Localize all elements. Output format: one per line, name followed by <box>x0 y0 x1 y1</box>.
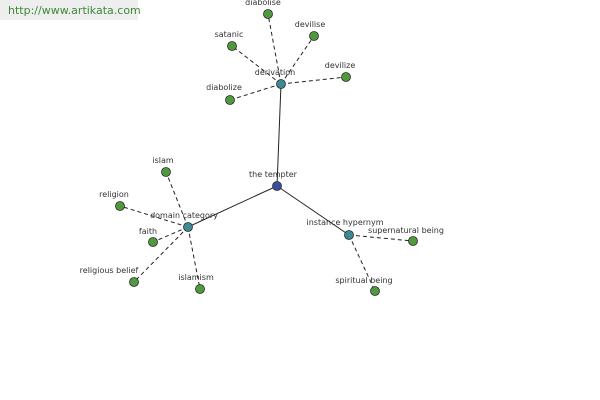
edge-derivation-diabolise <box>267 13 282 85</box>
leaf-label-devilise: devilise <box>295 20 326 29</box>
edge-derivation-devilise <box>280 35 315 85</box>
edge-domain-category-faith <box>152 226 189 243</box>
relation-label-derivation: derivation <box>255 68 295 77</box>
leaf-label-diabolize: diabolize <box>206 83 242 92</box>
leaf-label-diabolise: diabolise <box>245 0 281 7</box>
leaf-label-religious-belief: religious belief <box>80 266 139 275</box>
leaf-node-religion[interactable] <box>115 201 125 211</box>
relation-node-domain-category[interactable] <box>183 222 193 232</box>
edge-instance-hypernym-spiritual-being <box>348 234 376 292</box>
relation-node-derivation[interactable] <box>276 79 286 89</box>
leaf-label-faith: faith <box>139 227 157 236</box>
leaf-node-devilise[interactable] <box>309 31 319 41</box>
edge-derivation-diabolize <box>229 83 282 101</box>
leaf-node-supernatural-being[interactable] <box>408 236 418 246</box>
edge-domain-category-islamism <box>187 226 201 290</box>
edge-instance-hypernym-supernatural-being <box>348 234 414 242</box>
edge-center-derivation <box>276 83 282 187</box>
edge-center-instance-hypernym <box>276 185 350 236</box>
edge-derivation-devilize <box>280 76 347 85</box>
relation-node-instance-hypernym[interactable] <box>344 230 354 240</box>
relation-label-domain-category: domain category <box>150 211 218 220</box>
leaf-label-devilize: devilize <box>325 61 356 70</box>
leaf-node-spiritual-being[interactable] <box>370 286 380 296</box>
leaf-node-islam[interactable] <box>161 167 171 177</box>
leaf-node-islamism[interactable] <box>195 284 205 294</box>
edge-derivation-satanic <box>231 45 282 85</box>
relation-label-instance-hypernym: instance hypernym <box>307 218 384 227</box>
leaf-label-islamism: islamism <box>178 273 214 282</box>
url-banner: http://www.artikata.com <box>0 0 141 20</box>
leaf-node-diabolize[interactable] <box>225 95 235 105</box>
center-node[interactable] <box>272 181 282 191</box>
edge-domain-category-islam <box>165 171 189 228</box>
leaf-node-faith[interactable] <box>148 237 158 247</box>
leaf-label-religion: religion <box>99 190 129 199</box>
leaf-node-diabolise[interactable] <box>263 9 273 19</box>
leaf-node-satanic[interactable] <box>227 41 237 51</box>
edge-domain-category-religion <box>119 205 189 228</box>
center-label: the tempter <box>249 170 298 179</box>
leaf-node-religious-belief[interactable] <box>129 277 139 287</box>
leaf-label-satanic: satanic <box>215 30 244 39</box>
leaf-label-supernatural-being: supernatural being <box>368 226 444 235</box>
edge-domain-category-religious-belief <box>133 226 189 283</box>
leaf-label-islam: islam <box>152 156 174 165</box>
edge-center-domain-category <box>187 185 278 228</box>
site-url[interactable]: http://www.artikata.com <box>8 4 141 17</box>
leaf-label-spiritual-being: spiritual being <box>335 276 392 285</box>
leaf-node-devilize[interactable] <box>341 72 351 82</box>
